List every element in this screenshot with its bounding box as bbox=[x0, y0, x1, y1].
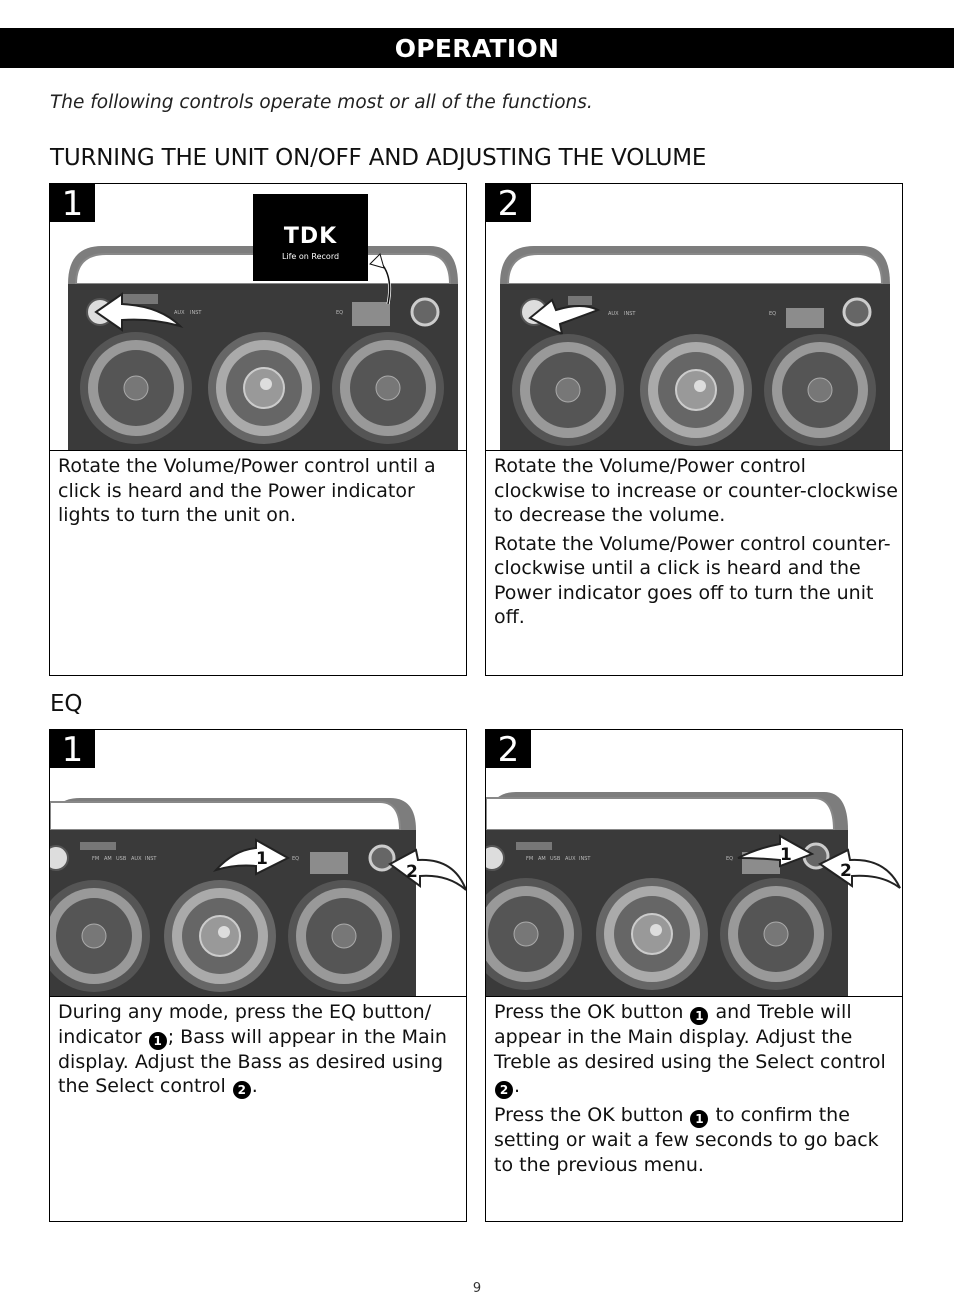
device-label-am: AM bbox=[538, 856, 546, 862]
intro-text: The following controls operate most or a… bbox=[50, 92, 593, 113]
speaker-left-icon bbox=[80, 332, 192, 444]
panel-divider bbox=[50, 996, 466, 997]
instruction-paragraph: Rotate the Volume/Power control clockwis… bbox=[494, 455, 898, 526]
device-label-aux: AUX bbox=[174, 310, 185, 316]
tdk-tagline: Life on Record bbox=[281, 252, 340, 261]
section-heading-volume: TURNING THE UNIT ON/OFF AND ADJUSTING TH… bbox=[50, 145, 707, 171]
device-label-usb: USB bbox=[116, 856, 127, 862]
device-label-fm: FM bbox=[526, 856, 533, 862]
tdk-brand: TDK bbox=[283, 224, 338, 249]
boombox-illustration: AUX INST EQ bbox=[486, 184, 902, 450]
speaker-right-icon bbox=[288, 880, 400, 992]
arrow-label-2: 2 bbox=[840, 861, 852, 881]
eq-step-1-panel: FM AM USB AUX INST EQ 1 2 bbox=[49, 729, 467, 1222]
instruction-paragraph: Rotate the Volume/Power control until a … bbox=[58, 455, 436, 526]
instruction-paragraph: During any mode, press the EQ button/ in… bbox=[58, 1001, 447, 1099]
speaker-left-icon bbox=[50, 880, 150, 992]
boombox-illustration: FM AM USB AUX INST EQ 1 2 bbox=[486, 730, 902, 996]
device-label-aux: AUX bbox=[131, 856, 142, 862]
boombox-illustration: FM AM USB AUX INST EQ 1 2 bbox=[50, 730, 466, 996]
step-number: 2 bbox=[486, 184, 531, 224]
device-label-aux: AUX bbox=[608, 311, 619, 317]
arrow-2-icon bbox=[818, 848, 901, 889]
instruction-paragraph: Press the OK button 1 and Treble will ap… bbox=[494, 1001, 886, 1099]
boombox-illustration: AUX INST EQ bbox=[50, 184, 466, 450]
panel-divider bbox=[50, 450, 466, 451]
volume-step-2-panel: AUX INST EQ bbox=[485, 183, 903, 676]
speaker-right-icon bbox=[332, 332, 444, 444]
device-label-eq: EQ bbox=[292, 856, 299, 862]
eq-step-2-panel: FM AM USB AUX INST EQ 1 2 bbox=[485, 729, 903, 1222]
panel-divider bbox=[486, 996, 902, 997]
speaker-center-icon bbox=[596, 878, 708, 990]
arrow-label-2: 2 bbox=[406, 862, 418, 882]
arrow-2-icon bbox=[388, 848, 466, 891]
step-number: 1 bbox=[50, 730, 95, 770]
volume-step-1-panel: AUX INST EQ bbox=[49, 183, 467, 676]
device-label-am: AM bbox=[104, 856, 112, 862]
device-label-eq: EQ bbox=[336, 310, 343, 316]
speaker-center-icon bbox=[208, 332, 320, 444]
speaker-right-icon bbox=[720, 878, 832, 990]
step-number: 1 bbox=[50, 184, 95, 224]
callout-1-icon: 1 bbox=[690, 1110, 709, 1128]
device-label-aux: AUX bbox=[565, 856, 576, 862]
tdk-logo: TDK Life on Record bbox=[253, 194, 368, 281]
select-control-knob bbox=[368, 844, 396, 872]
page-number: 9 bbox=[472, 1281, 482, 1296]
step-instructions: During any mode, press the EQ button/ in… bbox=[58, 1000, 462, 1103]
callout-1-icon: 1 bbox=[690, 1007, 709, 1025]
step-instructions: Rotate the Volume/Power control clockwis… bbox=[494, 454, 898, 634]
step-instructions: Rotate the Volume/Power control until a … bbox=[58, 454, 462, 532]
panel-divider bbox=[486, 450, 902, 451]
arrow-label-1: 1 bbox=[256, 849, 268, 869]
arrow-1-icon bbox=[212, 838, 291, 876]
callout-2-icon: 2 bbox=[232, 1081, 251, 1099]
device-label-usb: USB bbox=[550, 856, 561, 862]
device-label-inst: INST bbox=[145, 856, 157, 862]
arrow-label-1: 1 bbox=[780, 845, 792, 865]
callout-1-icon: 1 bbox=[148, 1031, 167, 1050]
speaker-right-icon bbox=[764, 334, 876, 446]
step-instructions: Press the OK button 1 and Treble will ap… bbox=[494, 1000, 898, 1181]
speaker-left-icon bbox=[486, 878, 582, 990]
arrow-1-icon bbox=[737, 834, 815, 868]
page-title: OPERATION bbox=[394, 34, 560, 63]
callout-2-icon: 2 bbox=[495, 1081, 513, 1099]
device-label-fm: FM bbox=[92, 856, 99, 862]
speaker-left-icon bbox=[512, 334, 624, 446]
device-label-inst: INST bbox=[624, 311, 636, 317]
device-label-eq: EQ bbox=[726, 856, 733, 862]
step-number: 2 bbox=[486, 730, 531, 770]
device-label-inst: INST bbox=[190, 310, 202, 316]
device-label-eq: EQ bbox=[769, 311, 776, 317]
header-bar bbox=[0, 28, 954, 68]
device-label-inst: INST bbox=[579, 856, 591, 862]
instruction-paragraph: Press the OK button 1 to confirm the set… bbox=[494, 1104, 879, 1176]
speaker-center-icon bbox=[164, 880, 276, 992]
speaker-center-icon bbox=[640, 334, 752, 446]
section-heading-eq: EQ bbox=[50, 691, 83, 717]
instruction-paragraph: Rotate the Volume/Power control counter-… bbox=[494, 532, 891, 629]
